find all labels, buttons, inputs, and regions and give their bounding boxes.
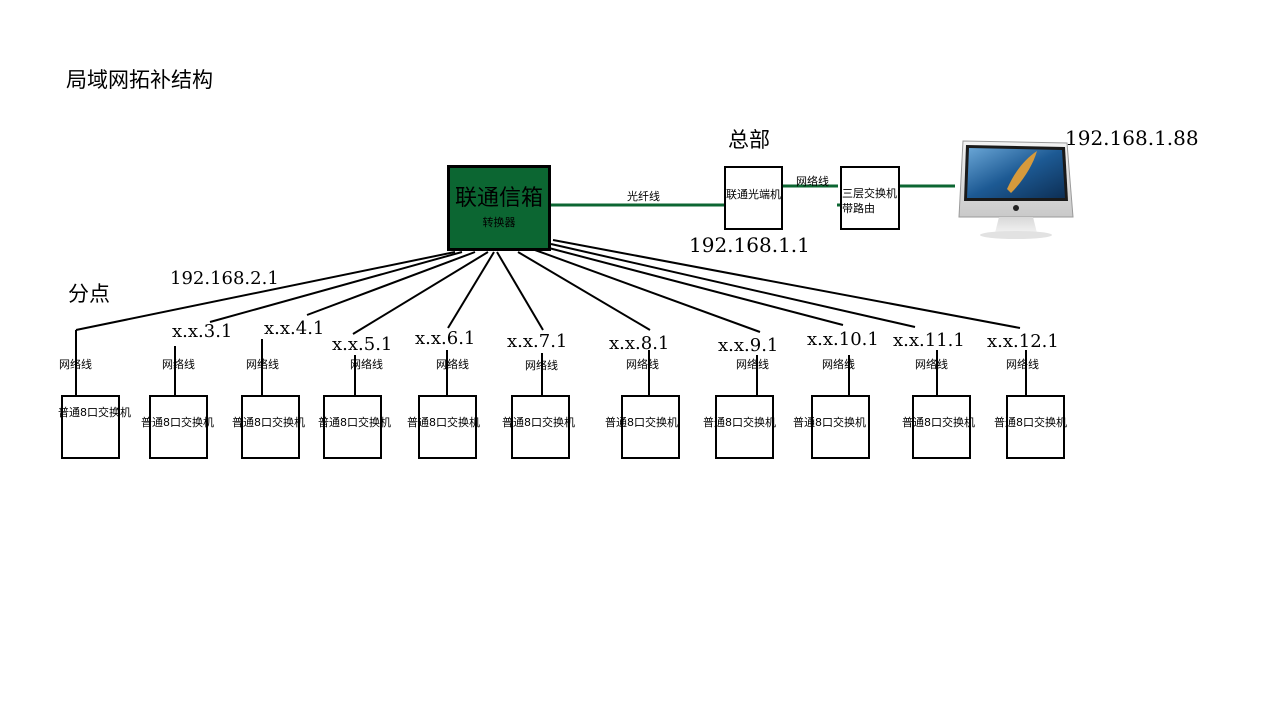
branch-uplink-line: [209, 251, 463, 323]
branch-uplink-line: [496, 251, 544, 331]
branch-cable-label: 网络线: [246, 358, 279, 371]
branch-switch-label: 普通8口交换机: [318, 416, 391, 429]
l3-switch-box: 三层交换机 带路由: [840, 166, 900, 230]
branch-switch-box: [241, 395, 300, 459]
branch-uplink-line: [550, 243, 916, 328]
branch-cable-label: 网络线: [626, 358, 659, 371]
branch-ip-label: x.x.5.1: [332, 334, 393, 355]
diagram-title: 局域网拓补结构: [66, 68, 213, 92]
branch-switch-box: [149, 395, 208, 459]
computer-ip: 192.168.1.88: [1065, 126, 1199, 150]
branch-ip-label: 192.168.2.1: [170, 268, 279, 289]
branch-ip-label: x.x.7.1: [507, 331, 568, 352]
branch-switch-box: [621, 395, 680, 459]
branch-uplink-line: [447, 251, 495, 329]
branch-switch-label: 普通8口交换机: [703, 416, 776, 429]
branch-cable-label: 网络线: [162, 358, 195, 371]
branch-switch-box: [511, 395, 570, 459]
branch-switch-label: 普通8口交换机: [232, 416, 305, 429]
branch-switch-box: [912, 395, 971, 459]
branch-ip-label: x.x.3.1: [172, 321, 233, 342]
branch-switch-box: [323, 395, 382, 459]
fiber-label: 光纤线: [627, 190, 660, 203]
branch-switch-label: 普通8口交换机: [793, 416, 866, 429]
branch-ip-label: x.x.10.1: [807, 329, 879, 350]
branch-switch-box: [418, 395, 477, 459]
branch-uplink-line: [352, 251, 489, 335]
branch-uplink-line: [534, 249, 761, 333]
branch-ip-label: x.x.11.1: [893, 330, 965, 351]
branch-switch-label: 普通8口交换机: [141, 416, 214, 429]
branch-switch-box: [715, 395, 774, 459]
branch-switch-box: [61, 395, 120, 459]
optical-terminal-label: 联通光端机: [726, 188, 781, 201]
optical-terminal-box: 联通光端机: [724, 166, 783, 230]
branch-switch-box: [811, 395, 870, 459]
branch-switch-label: 普通8口交换机: [994, 416, 1067, 429]
branch-ip-label: x.x.12.1: [987, 331, 1059, 352]
l3-switch-line1: 三层交换机: [842, 187, 897, 200]
branch-ip-label: x.x.9.1: [718, 335, 779, 356]
branch-ip-label: x.x.4.1: [264, 318, 325, 339]
optical-terminal-ip: 192.168.1.1: [689, 233, 810, 257]
branch-uplink-line: [517, 251, 651, 331]
branch-cable-label: 网络线: [436, 358, 469, 371]
headquarters-heading: 总部: [728, 128, 770, 152]
hub-sublabel: 转换器: [482, 216, 516, 229]
branch-cable-label: 网络线: [736, 358, 769, 371]
branch-uplink-line: [544, 246, 844, 326]
branch-uplink-line: [306, 251, 476, 316]
branch-switch-box: [1006, 395, 1065, 459]
branch-cable-label: 网络线: [822, 358, 855, 371]
branch-switch-label: 普通8口交换机: [407, 416, 480, 429]
branch-switch-label: 普通8口交换机: [605, 416, 678, 429]
hq-network-cable-label: 网络线: [796, 175, 829, 188]
branch-cable-label: 网络线: [525, 359, 558, 372]
branch-switch-label: 普通8口交换机: [58, 406, 131, 419]
l3-switch-line2: 带路由: [842, 202, 875, 215]
branch-cable-label: 网络线: [1006, 358, 1039, 371]
branch-cable-label: 网络线: [915, 358, 948, 371]
hub-label: 联通信箱: [454, 186, 543, 211]
branch-ip-label: x.x.6.1: [415, 328, 476, 349]
branch-uplink-line: [75, 251, 456, 331]
branch-cable-label: 网络线: [350, 358, 383, 371]
branch-wires: [75, 239, 1027, 397]
branch-uplink-line: [552, 239, 1021, 329]
branch-cable-label: 网络线: [59, 358, 92, 371]
branch-ip-label: x.x.8.1: [609, 333, 670, 354]
desktop-computer-icon: [955, 137, 1077, 241]
branch-switch-label: 普通8口交换机: [502, 416, 575, 429]
branches-heading: 分点: [68, 282, 110, 306]
branch-switch-label: 普通8口交换机: [902, 416, 975, 429]
hub-mailbox-converter: 联通信箱 转换器: [447, 165, 551, 251]
